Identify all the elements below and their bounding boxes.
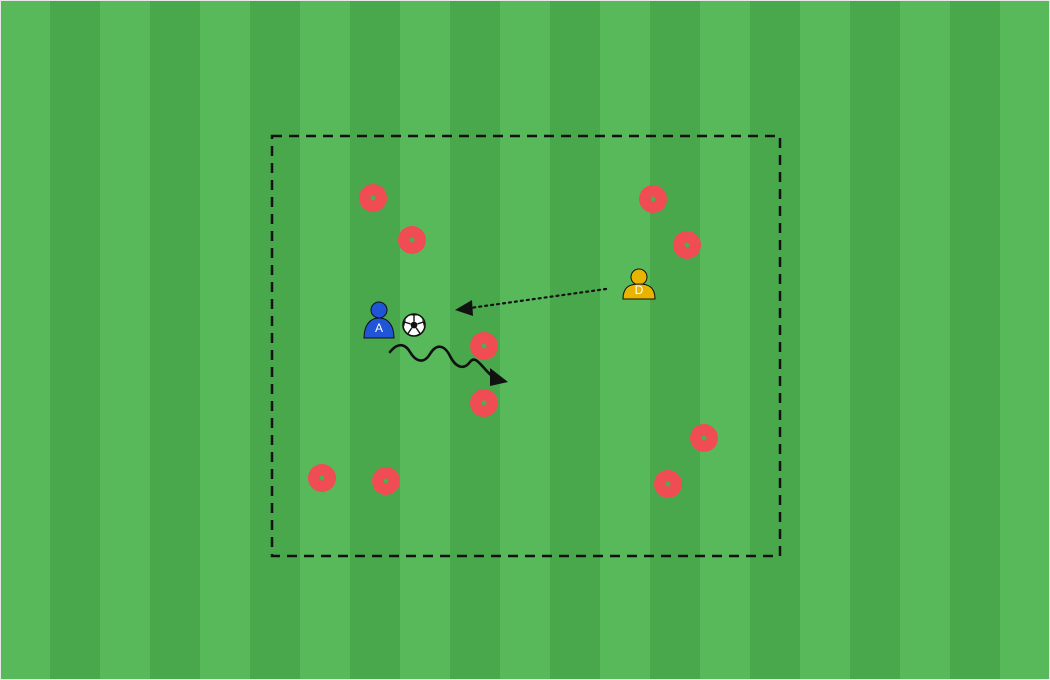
attacker-player[interactable]: A [363, 301, 395, 339]
defender-player[interactable]: D [622, 268, 656, 300]
training-cone-icon [308, 464, 336, 492]
training-cone-icon [470, 389, 498, 417]
training-cone-icon [690, 424, 718, 452]
training-cone-icon [470, 332, 498, 360]
pitch-stripe [500, 0, 550, 680]
drill-zone [270, 134, 782, 558]
training-cone-icon [372, 467, 400, 495]
pitch-stripe [50, 0, 100, 680]
pitch-stripe [650, 0, 700, 680]
pressure-arrowhead [455, 300, 473, 316]
pressure-arrow [468, 287, 608, 310]
soccer-ball-icon [402, 313, 426, 337]
training-cone-icon [654, 470, 682, 498]
pitch-stripe [250, 0, 300, 680]
training-cone-icon [639, 185, 667, 213]
training-cone-icon [398, 226, 426, 254]
pitch-stripe [950, 0, 1000, 680]
pitch-stripe [300, 0, 350, 680]
defender-label: D [635, 283, 644, 297]
pitch-stripe [150, 0, 200, 680]
pitch-stripe [800, 0, 850, 680]
player-icon [622, 268, 656, 300]
pitch-stripe [700, 0, 750, 680]
pitch-stripe [550, 0, 600, 680]
pitch-stripe [200, 0, 250, 680]
pitch-stripe [900, 0, 950, 680]
cones-group [308, 184, 718, 498]
dribble-arrowhead [490, 368, 508, 386]
pitch-stripe [750, 0, 800, 680]
training-cone-icon [359, 184, 387, 212]
pitch-stripe [0, 0, 50, 680]
attacker-label: A [375, 321, 383, 335]
pitch-stripe [850, 0, 900, 680]
pitch-stripe [350, 0, 400, 680]
training-cone-icon [673, 231, 701, 259]
pitch-stripe [100, 0, 150, 680]
dribble-path [388, 343, 494, 378]
pitch-stripe [1000, 0, 1050, 680]
pitch-stripe [400, 0, 450, 680]
player-icon [363, 301, 395, 339]
pitch-stripe [600, 0, 650, 680]
